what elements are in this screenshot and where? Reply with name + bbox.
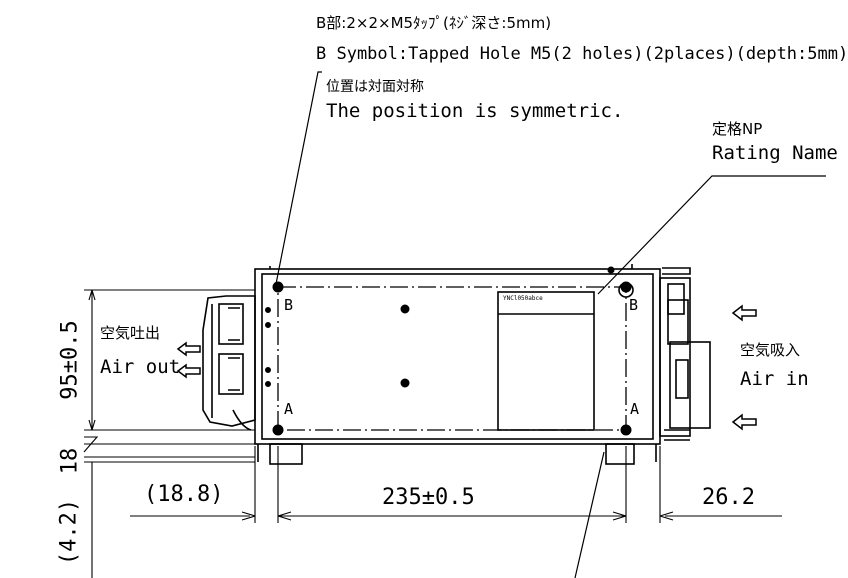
dimension-foot: 18	[57, 447, 83, 475]
leader-lines	[275, 71, 826, 578]
dimension-width: 235±0.5	[382, 485, 475, 510]
dimension-height: 95±0.5	[57, 320, 83, 400]
left-foot	[269, 443, 303, 465]
air-in-arrow-icon	[731, 413, 757, 431]
dimension-right-offset: 26.2	[702, 485, 755, 510]
air-in-label-jp: 空気吸入	[740, 341, 801, 359]
rating-note: Rating Name	[712, 142, 838, 164]
nameplate-text: YNCl050abce	[503, 295, 543, 302]
air-in-label: Air in	[740, 368, 809, 390]
dimension-left-offset: (18.8)	[144, 482, 224, 507]
unit-body	[254, 264, 691, 465]
label-b-left: B	[284, 296, 294, 314]
air-out-arrow-icon	[176, 363, 201, 379]
label-a-right: A	[630, 400, 640, 418]
right-foot	[605, 443, 635, 465]
hole-reference-frame	[277, 286, 627, 431]
air-out-label-jp: 空気吐出	[100, 324, 161, 342]
b-symbol-note: B Symbol:Tapped Hole M5(2 holes)(2places…	[316, 44, 848, 64]
tapped-hole-b-right	[620, 281, 632, 293]
tapped-hole-b-left	[272, 281, 284, 293]
air-out-arrow-icon	[176, 341, 201, 357]
position-note: The position is symmetric.	[326, 100, 624, 122]
label-a-left: A	[284, 400, 294, 418]
nameplate	[497, 291, 595, 431]
hole-a-left	[272, 424, 284, 436]
air-out-label: Air out	[100, 356, 181, 378]
rating-note-jp: 定格NP	[712, 120, 763, 138]
dimension-offset-bottom: (4.2)	[56, 498, 82, 566]
hole-a-right	[620, 424, 632, 436]
holes	[265, 266, 634, 436]
b-part-note-jp: B部:2×2×M5ﾀｯﾌﾟ(ﾈｼﾞ深さ:5mm)	[316, 14, 552, 32]
dimension-lines	[83, 289, 782, 578]
label-b-right: B	[629, 296, 639, 314]
position-note-jp: 位置は対面対称	[326, 79, 424, 95]
air-in-arrow-icon	[731, 304, 757, 322]
left-fan-housing	[202, 295, 256, 431]
right-intake-housing	[659, 277, 711, 441]
